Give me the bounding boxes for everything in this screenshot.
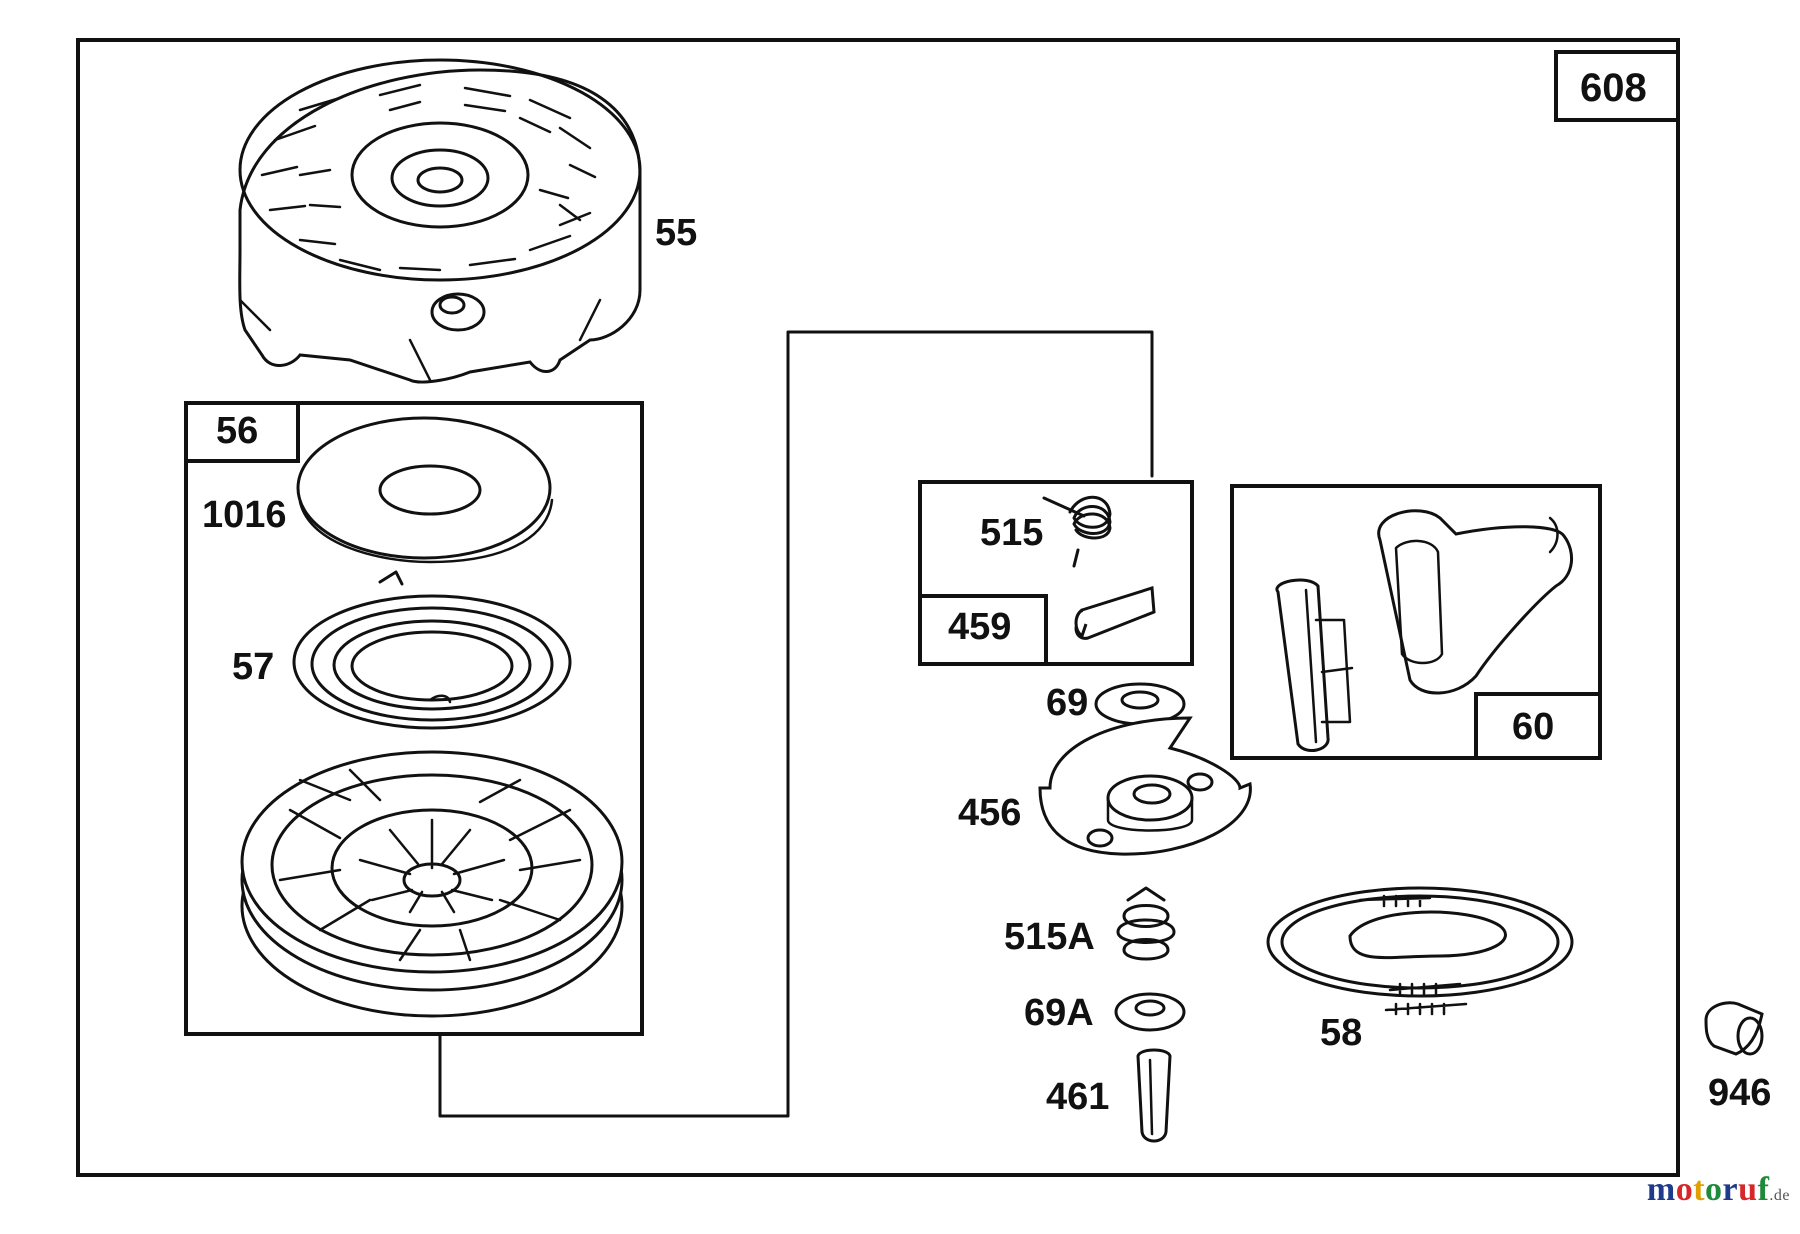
label-60: 60 — [1512, 706, 1555, 748]
label-456: 456 — [958, 792, 1022, 834]
dog-459-drawing — [1074, 586, 1156, 640]
label-55: 55 — [655, 212, 698, 254]
washer-69a-drawing — [1114, 992, 1186, 1032]
watermark-letter: t — [1693, 1171, 1706, 1208]
watermark-letter: u — [1738, 1171, 1758, 1208]
label-69: 69 — [1046, 682, 1089, 724]
label-946: 946 — [1708, 1072, 1772, 1114]
pulley-drawing — [240, 750, 624, 1018]
pulley-kit-frame — [184, 401, 644, 1036]
label-459: 459 — [948, 606, 1012, 648]
assembly-label-box — [1554, 50, 1680, 122]
watermark-brand: motoruf — [1647, 1171, 1770, 1208]
dog-kit-frame — [918, 480, 1194, 666]
spring-515a-drawing — [1116, 886, 1176, 961]
label-515: 515 — [980, 512, 1044, 554]
handle-frame — [1230, 484, 1602, 760]
part-946-drawing — [1704, 1001, 1764, 1056]
label-461: 461 — [1046, 1076, 1110, 1118]
retainer-456-drawing — [1038, 716, 1252, 856]
washer-1016-drawing — [296, 416, 554, 564]
washer-69-drawing — [1094, 682, 1186, 726]
watermark-letter: f — [1757, 1171, 1770, 1208]
spring-57-drawing — [292, 570, 572, 730]
watermark-suffix: .de — [1769, 1187, 1790, 1204]
rope-58-drawing — [1266, 886, 1574, 1016]
label-69a: 69A — [1024, 992, 1094, 1034]
starter-housing-drawing — [238, 58, 642, 384]
watermark-letter: o — [1675, 1171, 1694, 1208]
pulley-kit-label-box — [184, 401, 300, 463]
watermark-letter: m — [1646, 1171, 1676, 1208]
watermark-letter: r — [1722, 1171, 1739, 1208]
label-57: 57 — [232, 646, 275, 688]
label-1016: 1016 — [202, 494, 287, 536]
assembly-frame — [76, 38, 1680, 1177]
handle-60-drawing — [1275, 509, 1574, 753]
watermark-logo: motoruf.de — [1647, 1171, 1790, 1209]
spring-515-drawing — [1042, 495, 1112, 568]
label-56: 56 — [216, 410, 259, 452]
pin-461-drawing — [1136, 1048, 1172, 1143]
watermark-letter: o — [1705, 1171, 1723, 1208]
label-515a: 515A — [1004, 916, 1095, 958]
handle-label-box — [1474, 692, 1602, 760]
label-58: 58 — [1320, 1012, 1363, 1054]
connector-line — [438, 330, 1154, 1118]
label-608: 608 — [1580, 66, 1647, 110]
dog-kit-label-box — [918, 594, 1048, 666]
